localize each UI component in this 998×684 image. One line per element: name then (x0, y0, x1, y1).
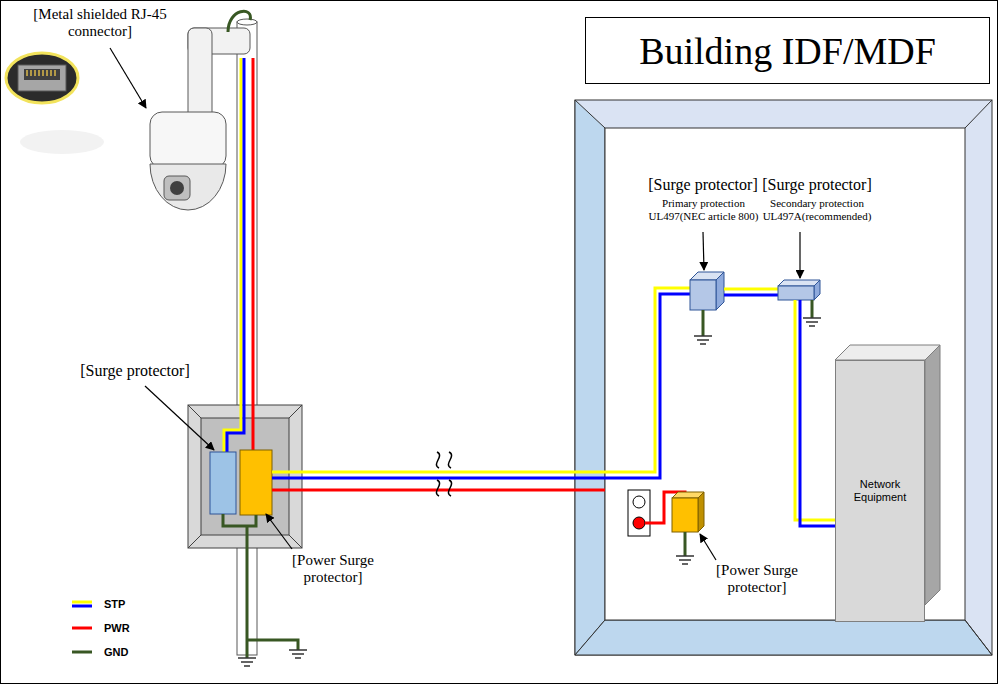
legend-label: PWR (104, 622, 130, 634)
callout-label: [Surge protector] (70, 362, 200, 380)
rating-note: Secondary protection UL497A(recommended) (757, 197, 877, 222)
ground-symbol (676, 556, 694, 564)
ground-wire (684, 532, 687, 556)
legend-line (72, 627, 92, 630)
ground-symbol (803, 318, 821, 326)
leader-arrow (703, 232, 704, 270)
secondary-protector-side (814, 280, 820, 300)
legend-line (72, 651, 92, 654)
rating-note: Primary protection UL497(NEC article 800… (636, 197, 771, 222)
outlet-socket (633, 517, 645, 529)
primary-protector (690, 280, 716, 310)
outlet-socket (633, 496, 645, 508)
rj45-slot (24, 69, 60, 80)
camera-housing (150, 112, 226, 168)
power-wire (252, 58, 255, 450)
callout-label: [Surge protector] (638, 176, 768, 194)
leader-arrow (799, 232, 800, 278)
legend-line (72, 605, 92, 608)
pole-top (237, 19, 257, 25)
rj45-pins (27, 70, 55, 76)
building-enclosure: Building IDF/MDF Network Equipment (575, 17, 992, 655)
ground-symbol (289, 650, 307, 658)
building-heading: Building IDF/MDF (585, 17, 990, 84)
power-surge-protector-side (698, 492, 704, 532)
stp-wire (800, 300, 835, 526)
legend-swatch (70, 621, 94, 635)
legend-swatch (70, 597, 94, 611)
building-edges (965, 100, 992, 655)
legend-swatch (70, 645, 94, 659)
network-equipment-box: Network Equipment (835, 360, 925, 622)
stp-wire (272, 288, 690, 472)
equipment-side (925, 345, 940, 605)
break-mark (436, 452, 451, 468)
node-label: Network Equipment (840, 478, 920, 504)
power-wire (272, 489, 605, 492)
callout-label: [Power Surge protector] (702, 562, 812, 597)
shadow (20, 130, 104, 154)
leader-arrow (110, 48, 146, 108)
callout-label: [Power Surge protector] (278, 552, 388, 587)
power-surge-protector (672, 498, 698, 532)
camera-bracket (188, 28, 212, 118)
ground-symbol (694, 336, 712, 344)
legend-item: PWR (70, 621, 130, 635)
ground-wire (228, 11, 250, 32)
building-floor (575, 620, 992, 655)
leader-arrow (266, 514, 292, 549)
legend-line (72, 601, 92, 604)
legend-item: GND (70, 645, 128, 659)
building-wall (575, 100, 605, 655)
camera-window (164, 176, 190, 200)
rj45-port (18, 65, 66, 91)
break-mark (436, 480, 451, 496)
secondary-protector (778, 286, 814, 300)
power-outlet (628, 490, 650, 536)
legend-item: STP (70, 597, 125, 611)
leader-arrow (700, 534, 716, 560)
building-wall (575, 100, 992, 655)
primary-protector-side (716, 272, 724, 310)
leader-arrow (145, 386, 214, 450)
ground-wire (223, 514, 298, 658)
ground-wire (702, 310, 705, 336)
rj45-inset (6, 53, 78, 103)
legend-label: STP (104, 598, 125, 610)
ground-symbol (238, 658, 256, 666)
surge-protector (210, 452, 236, 514)
callout-label: [Metal shielded RJ-45 connector] (30, 6, 170, 41)
stp-wire (227, 58, 244, 452)
camera-dome (150, 164, 226, 210)
stp-wire (724, 288, 778, 291)
power-surge-protector (240, 450, 272, 515)
stp-wire (224, 58, 241, 452)
secondary-protector-top (778, 280, 820, 286)
callout-label: [Surge protector] (752, 176, 882, 194)
legend-label: GND (104, 646, 128, 658)
ground-wire (811, 300, 814, 318)
camera-lens (170, 181, 184, 195)
stp-wire (724, 294, 778, 297)
equipment-top (835, 345, 940, 360)
stp-wire (272, 294, 690, 478)
